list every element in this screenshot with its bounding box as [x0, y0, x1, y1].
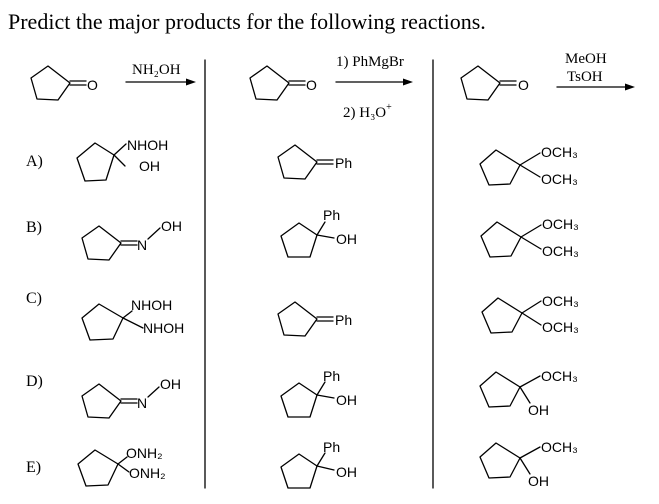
reagent-meoh: MeOH [565, 51, 607, 67]
cyclopentane-ring [277, 301, 318, 337]
reagent-h3o: 2) H₃O+ [343, 102, 392, 121]
substituent-och3: OCH₃ [541, 144, 578, 160]
question-text: Predict the major products for the follo… [8, 9, 486, 34]
cyclopentane-ring [280, 453, 318, 489]
cyclopentanone-ring [460, 65, 501, 101]
substituent-ph: Ph [335, 312, 352, 328]
carbonyl-oxygen: O [87, 77, 98, 93]
carbonyl-oxygen: O [306, 77, 317, 93]
substituent-oh: OH [160, 376, 181, 392]
substituent-oh: OH [139, 158, 160, 174]
cyclopentane-ring [479, 149, 521, 186]
substituent-oh: OH [336, 464, 357, 480]
choice-letter: D) [26, 373, 43, 390]
substituent-och3: OCH₃ [541, 171, 578, 187]
choice-letter: A) [26, 153, 43, 170]
cyclopentane-ring [479, 371, 521, 408]
reaction-1: O NH₂OH [30, 62, 196, 101]
substituent-ph: Ph [335, 155, 352, 171]
arrowhead [403, 78, 413, 86]
substituent-och3: OCH₃ [541, 439, 578, 455]
substituent-och3: OCH₃ [542, 293, 579, 309]
cyclopentanone-ring [249, 65, 290, 101]
substituent-oh: OH [161, 218, 182, 234]
reaction-2: O 1) PhMgBr 2) H₃O+ [249, 54, 413, 121]
substituent-och3: OCH₃ [542, 243, 579, 259]
choice-letter: B) [26, 219, 42, 236]
arrowhead [186, 78, 196, 86]
cyclopentane-ring [81, 225, 122, 261]
cyclopentane-ring [280, 222, 318, 258]
reagent-nh2oh: NH₂OH [132, 62, 181, 78]
arrowhead [625, 83, 635, 91]
reaction-3: O MeOH TsOH [460, 51, 635, 101]
substituent-onh2: ONH₂ [129, 465, 166, 481]
substituent-ph: Ph [323, 439, 340, 455]
cyclopentane-ring [481, 297, 523, 334]
cyclopentane-ring [280, 382, 318, 418]
choice-e[interactable]: E) ONH₂ ONH₂ Ph OH OCH₃ OH [26, 439, 578, 489]
substituent-oh: OH [336, 392, 357, 408]
cyclopentane-ring [277, 144, 318, 180]
cyclopentane-ring [480, 221, 522, 258]
substituent-oh: OH [336, 231, 357, 247]
choice-letter: C) [26, 290, 42, 307]
cyclopentane-ring [81, 383, 122, 419]
substituent-ph: Ph [323, 207, 340, 223]
reagent-phmgbr: 1) PhMgBr [336, 54, 404, 70]
choice-letter: E) [26, 459, 41, 476]
choice-c[interactable]: C) NHOH NHOH Ph OCH₃ OCH₃ [26, 290, 579, 341]
substituent-och3: OCH₃ [542, 216, 579, 232]
substituent-oh: OH [528, 402, 549, 418]
substituent-och3: OCH₃ [542, 319, 579, 335]
cyclopentane-ring [77, 449, 119, 487]
cyclopentane-ring [479, 442, 521, 479]
atom-n: N [137, 395, 147, 411]
cyclopentane-ring [81, 303, 124, 341]
substituent-onh2: ONH₂ [126, 445, 163, 461]
reagent-tsoh: TsOH [567, 69, 603, 85]
choice-b[interactable]: B) N OH Ph OH OCH₃ OCH₃ [26, 207, 579, 261]
carbonyl-oxygen: O [518, 77, 529, 93]
substituent-nhoh: NHOH [127, 137, 168, 153]
substituent-nhoh: NHOH [131, 297, 172, 313]
substituent-ph: Ph [323, 368, 340, 384]
cyclopentane-ring [76, 142, 115, 182]
substituent-nhoh: NHOH [143, 320, 184, 336]
atom-n: N [137, 237, 147, 253]
substituent-och3: OCH₃ [541, 368, 578, 384]
cyclopentanone-ring [30, 65, 71, 101]
choice-d[interactable]: D) N OH Ph OH OCH₃ OH [26, 368, 578, 419]
substituent-oh: OH [528, 473, 549, 489]
choice-a[interactable]: A) NHOH OH Ph OCH₃ OCH₃ [26, 137, 578, 187]
